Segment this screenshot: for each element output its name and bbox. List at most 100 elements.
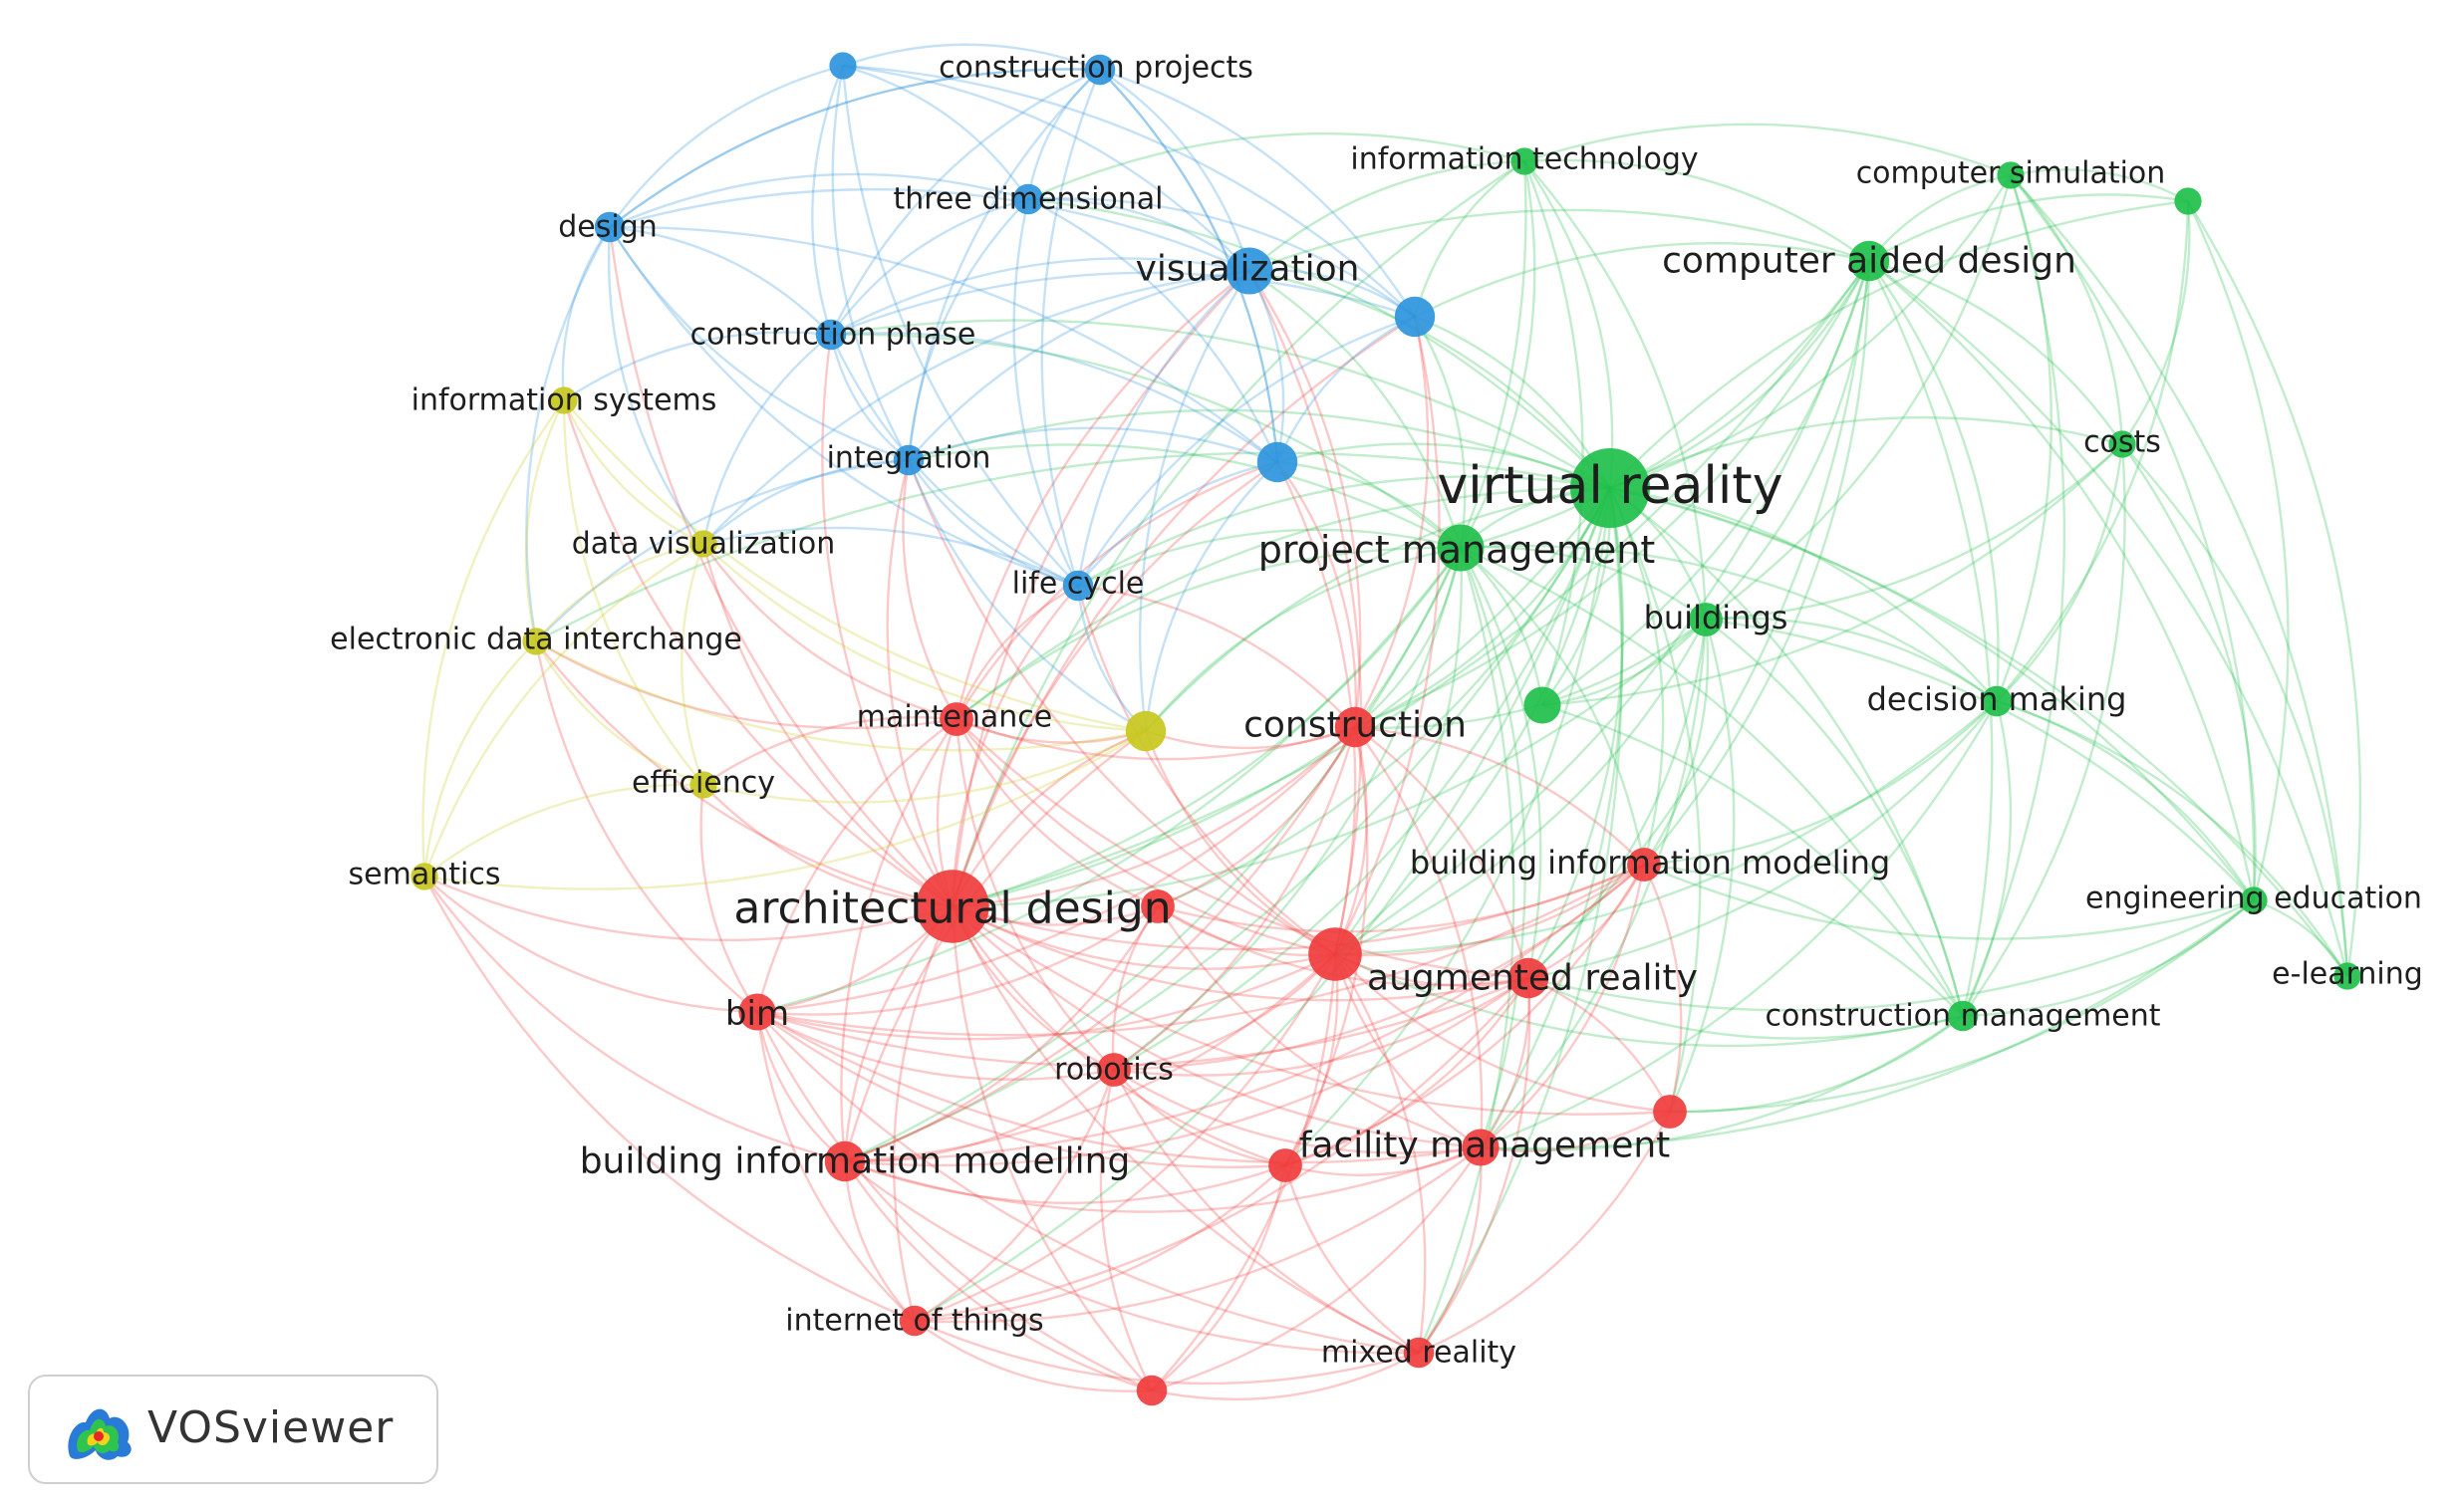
network-edge [423, 729, 1147, 890]
network-edge [952, 619, 1707, 908]
network-edge [1480, 864, 1646, 1148]
network-node[interactable] [1947, 1000, 1979, 1032]
network-node[interactable] [2174, 187, 2202, 215]
network-edge [951, 159, 1525, 907]
network-node[interactable] [1848, 240, 1890, 282]
network-node[interactable] [1226, 247, 1273, 295]
network-edge [1333, 726, 1368, 955]
node-label: efficiency [632, 766, 775, 801]
network-node[interactable] [1997, 161, 2025, 189]
network-edge [830, 319, 1611, 490]
network-edge [1012, 198, 1080, 587]
network-edge [1157, 863, 1645, 933]
network-node[interactable] [1256, 441, 1298, 483]
network-edge [1996, 699, 2256, 901]
network-node[interactable] [2240, 886, 2268, 914]
network-edge [1527, 864, 1646, 980]
node-label: construction phase [690, 318, 976, 353]
network-node[interactable] [1084, 54, 1116, 86]
node-label: building information modelling [580, 1141, 1131, 1182]
network-node[interactable] [1462, 1129, 1500, 1166]
network-edge [908, 269, 1250, 461]
network-edge [1113, 487, 1612, 1072]
network-node[interactable] [1394, 296, 1436, 338]
network-edge [562, 399, 704, 786]
network-edge [1527, 700, 1998, 980]
network-node[interactable] [2333, 962, 2361, 990]
network-edge [681, 543, 705, 786]
network-node[interactable] [1627, 848, 1661, 882]
network-node[interactable] [522, 628, 550, 655]
network-edge [1417, 547, 1515, 1354]
network-node[interactable] [893, 444, 925, 476]
node-label: mixed reality [1321, 1336, 1516, 1371]
network-edge [829, 334, 1079, 588]
node-label: building information modeling [1410, 844, 1890, 882]
network-edge [1157, 726, 1357, 908]
network-edge [1413, 160, 1525, 318]
network-edge [1151, 1146, 1482, 1392]
network-edge [842, 43, 1101, 72]
network-node[interactable] [1268, 1148, 1302, 1182]
network-node[interactable] [824, 1140, 866, 1182]
network-node[interactable] [1689, 603, 1723, 636]
network-node[interactable] [1403, 1337, 1435, 1369]
network-edge [1151, 953, 1337, 1391]
network-edge [1962, 899, 2255, 1018]
network-node[interactable] [1012, 183, 1044, 215]
network-node[interactable] [1437, 524, 1485, 572]
network-edge [423, 875, 954, 942]
network-node[interactable] [1136, 1375, 1168, 1406]
network-node[interactable] [899, 1305, 931, 1337]
network-edge [1354, 726, 1484, 1148]
node-label: visualization [1136, 249, 1360, 290]
network-edge [914, 1320, 1153, 1392]
network-edge [1248, 159, 1525, 272]
network-node[interactable] [1981, 685, 2013, 717]
network-edge [1276, 460, 1462, 549]
network-edge [844, 1159, 1286, 1204]
network-edge [830, 257, 1250, 337]
network-node[interactable] [1523, 686, 1561, 724]
network-edge [955, 460, 1278, 720]
network-node[interactable] [1570, 448, 1650, 528]
network-node[interactable] [1125, 710, 1167, 752]
node-label: design [558, 210, 658, 245]
network-node[interactable] [1141, 889, 1175, 923]
network-edge [1668, 619, 1736, 1113]
network-node[interactable] [1308, 927, 1362, 981]
network-edge [2010, 174, 2256, 901]
network-node[interactable] [815, 319, 847, 351]
network-node[interactable] [550, 386, 578, 414]
node-label: e-learning [2272, 957, 2423, 992]
network-node[interactable] [689, 530, 717, 558]
node-label: augmented reality [1367, 958, 1698, 999]
network-node[interactable] [1062, 570, 1094, 602]
network-node[interactable] [940, 702, 973, 736]
network-edge [535, 458, 910, 642]
network-node[interactable] [2108, 430, 2136, 458]
network-node[interactable] [594, 211, 626, 243]
network-node[interactable] [1334, 706, 1376, 748]
network-edge [702, 458, 910, 545]
network-edge [956, 718, 1529, 980]
network-node[interactable] [738, 993, 776, 1031]
network-node[interactable] [1653, 1095, 1687, 1129]
network-node[interactable] [410, 863, 438, 890]
network-edge [2010, 168, 2189, 203]
network-node[interactable] [916, 870, 989, 943]
network-node[interactable] [689, 771, 717, 799]
network-node[interactable] [1507, 957, 1549, 999]
network-edge [951, 585, 1079, 907]
network-edge [1868, 260, 2349, 977]
network-edge [1705, 260, 1871, 621]
network-edge [844, 726, 1357, 1163]
network-edge [2253, 898, 2349, 977]
network-edge [1113, 547, 1463, 1071]
network-node[interactable] [829, 52, 857, 80]
network-node[interactable] [1097, 1053, 1131, 1087]
network-edge [1868, 173, 2012, 262]
node-label: construction [1243, 705, 1467, 746]
network-edge [1099, 69, 1251, 272]
network-node[interactable] [1510, 147, 1538, 175]
